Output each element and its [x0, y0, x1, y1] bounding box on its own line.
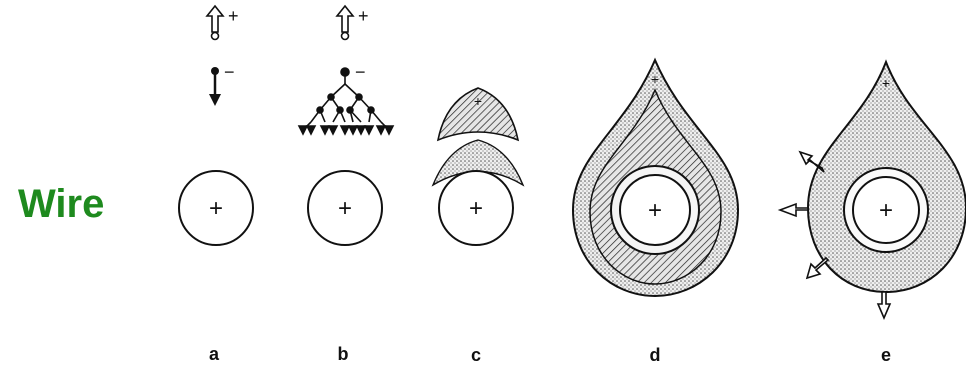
panel-b: + −	[299, 6, 393, 364]
panel-a: + − + a	[179, 6, 253, 364]
electron-avalanche-tree-icon	[299, 68, 393, 134]
plus-sign: +	[358, 6, 369, 26]
wire-plus: +	[879, 197, 893, 224]
panel-c: + + c	[433, 88, 523, 365]
plus-sign: +	[882, 75, 890, 91]
wire-plus: +	[209, 195, 223, 222]
positive-ion-arrow-icon	[207, 6, 223, 40]
electron-arrow-icon	[209, 67, 221, 106]
panel-d: + + d	[573, 60, 738, 365]
positive-ion-arrow-icon	[337, 6, 353, 40]
panel-label: b	[338, 344, 349, 364]
panel-label: d	[650, 345, 661, 365]
wire-plus: +	[469, 195, 483, 222]
panel-e: + + e	[780, 62, 966, 365]
panel-label: e	[881, 345, 891, 365]
panel-label: c	[471, 345, 481, 365]
plus-sign: +	[228, 6, 239, 26]
plus-sign: +	[651, 71, 659, 87]
wire-plus: +	[338, 195, 352, 222]
panel-label: a	[209, 344, 220, 364]
minus-sign: −	[355, 62, 366, 82]
minus-sign: −	[224, 62, 235, 82]
plus-sign: +	[474, 93, 482, 109]
wire-plus: +	[648, 197, 662, 224]
